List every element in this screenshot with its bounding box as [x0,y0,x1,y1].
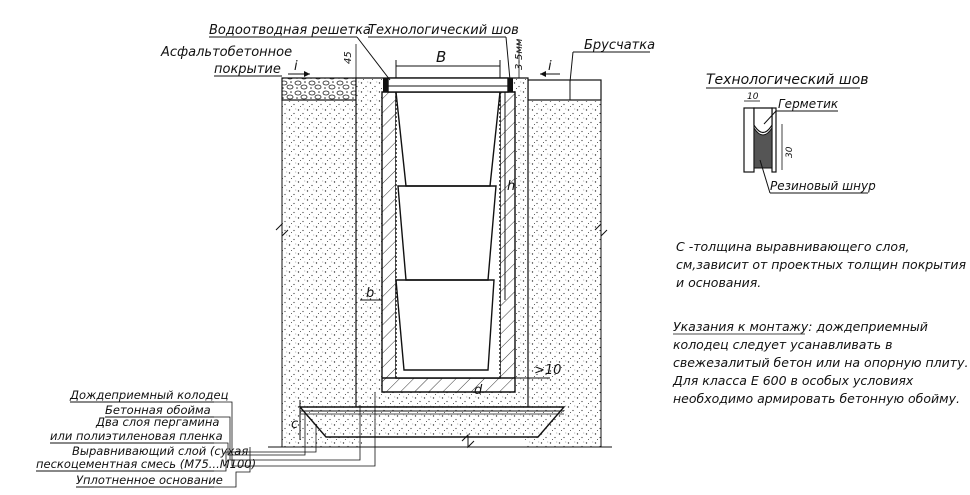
note-install-line4: Для класса Е 600 в особых условиях [672,373,914,388]
dim-10-right-label: >10 [534,363,561,378]
slope-left-label: i [294,59,298,74]
label-sealant: Герметик [778,97,839,111]
break-marks [275,222,608,449]
dim-d: d [474,383,483,398]
note-install-line3: свежезалитый бетон или на опорную плиту. [673,355,968,370]
legend-item-5: пескоцементная смесь (М75...М100) [36,457,256,471]
paving-layer [527,79,602,101]
note-install-line2: колодец следует усанавливать в [673,337,892,352]
dim-b-label: b [366,286,374,301]
label-asphalt-line2: покрытие [214,62,281,77]
dim-45: 45 [343,44,357,78]
dim-3-5mm-label: 3-5мм [514,38,525,70]
note-c-definition: С -толщина выравнивающего слоя, см,завис… [676,239,966,290]
note-c-line3: и основания. [676,275,761,290]
label-grate: Водоотводная решетка [209,23,391,81]
dim-45-label: 45 [343,51,354,64]
slope-arrow-right: i [540,59,560,77]
dim-c: c [291,400,301,440]
note-install-line1: Указания к монтажу: дождеприемный [673,319,928,334]
dim-h: h [504,92,515,300]
note-install-line5: необходимо армировать бетонную обойму. [673,391,960,406]
detail-30-label: 30 [785,146,795,158]
label-asphalt-line1: Асфальтобетонное [160,45,292,60]
detail-10-label: 10 [747,92,759,102]
dim-10-right: >10 [515,363,561,379]
label-grate-text: Водоотводная решетка [209,23,371,38]
dim-b: b [360,286,382,301]
seam-detail: Технологический шов 10 30 Герметик Резин… [706,72,876,194]
note-c-line1: С -толщина выравнивающего слоя, [676,239,910,254]
seam-detail-title: Технологический шов [706,72,868,88]
legend-item-2: Два слоя пергамина [95,415,219,429]
dim-h-label: h [507,179,515,194]
note-installation: Указания к монтажу: дождеприемный колоде… [672,319,968,406]
label-paving-text: Брусчатка [584,38,655,53]
legend: Дождеприемный колодец Бетонная обойма Дв… [36,388,376,488]
dim-3-5mm: 3-5мм [514,38,525,78]
legend-item-3: или полиэтиленовая пленка [50,429,223,443]
dim-d-label: d [474,383,483,398]
soil-fill [268,100,612,448]
asphalt-layer [281,77,357,101]
label-seam-text: Технологический шов [368,23,519,38]
slope-right-label: i [548,59,552,74]
grate [383,77,513,93]
legend-item-6: Уплотненное основание [76,473,223,487]
dim-c-label: c [291,417,298,432]
legend-item-4: Выравнивающий слой (сухая [72,444,248,458]
slope-arrow-left: i [288,59,310,77]
legend-item-0: Дождеприемный колодец [69,388,229,402]
dim-B-label: B [436,48,446,66]
label-asphalt: Асфальтобетонное покрытие [160,45,292,77]
label-rubber-cord: Резиновый шнур [770,179,876,193]
base-plate [298,406,566,438]
note-c-line2: см,зависит от проектных толщин покрытия [676,257,966,272]
dim-B: B [395,48,501,78]
label-paving: Брусчатка [569,38,655,83]
legend-item-1: Бетонная обойма [105,403,211,417]
label-seam: Технологический шов [368,23,519,81]
